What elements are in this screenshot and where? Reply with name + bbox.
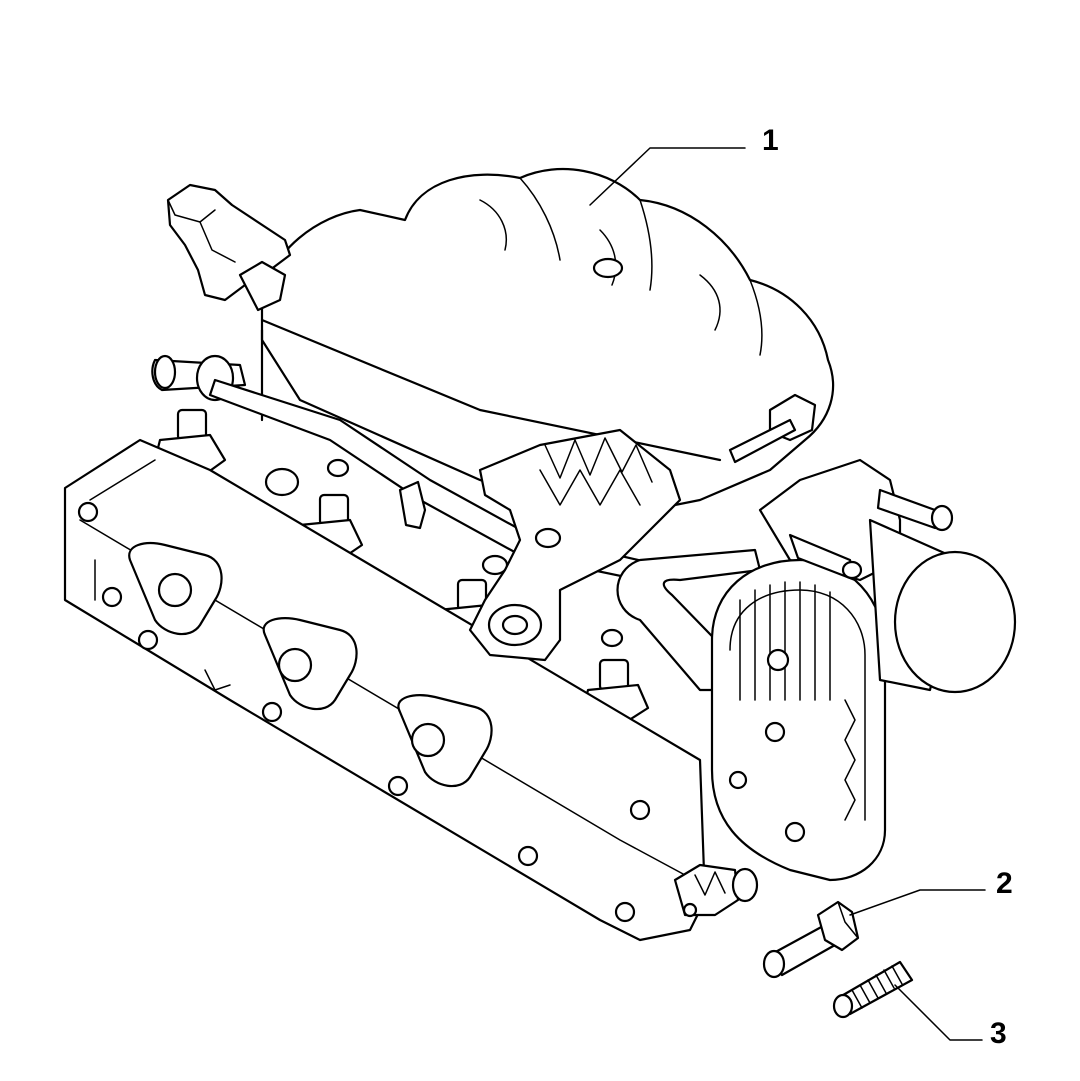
bracket-with-fins — [468, 428, 682, 662]
manifold-bolts — [264, 467, 427, 530]
stud-part-3 — [832, 960, 914, 1019]
map-sensor-connector — [166, 183, 292, 312]
plenum-stud — [728, 393, 817, 464]
callout-3: 3 — [894, 984, 1007, 1050]
callout-number-1: 1 — [762, 124, 779, 157]
callout-2: 2 — [849, 867, 1013, 916]
small-connector — [673, 863, 759, 918]
bolt-part-2 — [762, 900, 860, 979]
throttle-body — [710, 458, 1017, 882]
callout-number-3: 3 — [990, 1017, 1007, 1050]
callout-1: 1 — [589, 124, 779, 206]
manifold-flange — [63, 438, 707, 942]
manifold-plenum — [260, 167, 835, 522]
callout-number-2: 2 — [996, 867, 1013, 900]
